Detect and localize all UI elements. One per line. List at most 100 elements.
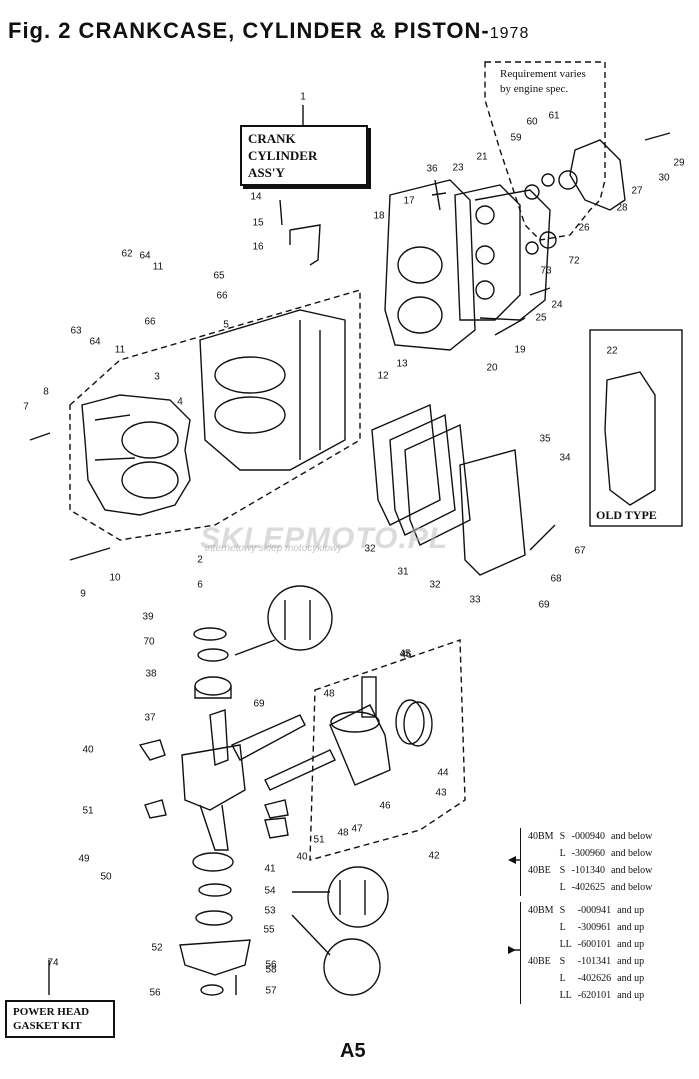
part-number-label: 21 <box>476 151 488 163</box>
piston <box>329 704 391 786</box>
serial-up-model-cell <box>525 970 557 987</box>
part-number-label: 40 <box>82 744 94 756</box>
old-type-label: OLD TYPE <box>596 508 657 522</box>
serial-up-note-cell: and up <box>617 939 645 950</box>
part-number-label: 11 <box>114 344 126 356</box>
arrow-up-icon <box>508 946 516 954</box>
part-number-label: 73 <box>540 265 552 277</box>
serial-below-note-cell: and below <box>611 848 653 859</box>
part-number-label: 74 <box>47 957 59 969</box>
part-number-label: 10 <box>109 572 121 584</box>
serial-up-model-cell: 40BE <box>528 956 551 967</box>
serial-up-type-cell: LL <box>559 990 572 1001</box>
power-head-kit-line2: GASKET KIT <box>13 1020 82 1032</box>
part-number-label: 22 <box>606 345 618 357</box>
part-number-label: 70 <box>143 636 155 648</box>
serial-up-type-cell: L <box>559 973 566 984</box>
part-number-label: 37 <box>144 712 156 724</box>
arrow-below-icon <box>508 856 516 864</box>
crank-cylinder-assy-line2: ASS'Y <box>248 165 285 180</box>
crankshaft <box>181 744 246 811</box>
part-number-label: 32 <box>429 579 441 591</box>
part-number-label: 32 <box>364 543 376 555</box>
part-number-label: 48 <box>337 827 349 839</box>
serial-group-below <box>520 828 521 896</box>
part-number-label: 31 <box>397 566 409 578</box>
part-number-label: 35 <box>539 433 551 445</box>
serial-up-model-cell <box>525 936 557 953</box>
serial-up-range-cell: -402626 <box>577 973 612 984</box>
part-number-label: 27 <box>631 185 643 197</box>
cylinder-block <box>384 179 476 351</box>
serial-up-model-cell <box>525 919 557 936</box>
part-number-label: 30 <box>658 172 670 184</box>
part-number-label: 51 <box>313 834 325 846</box>
serial-below-model-cell <box>525 845 557 862</box>
part-number-label: 18 <box>373 210 385 222</box>
watermark-brand: SKLEPMOTO.PL <box>200 522 449 555</box>
part-number-label: 49 <box>78 853 90 865</box>
part-number-label: 7 <box>23 401 29 413</box>
part-number-label: 3 <box>154 371 160 383</box>
serial-up-note-cell: and up <box>617 956 645 967</box>
serial-below-note-cell: and below <box>611 882 653 893</box>
part-number-label: 54 <box>264 885 276 897</box>
part-number-label: 2 <box>197 554 203 566</box>
serial-up-range-cell: -101341 <box>577 956 612 967</box>
part-number-label: 13 <box>396 358 408 370</box>
serial-up-note-cell: and up <box>617 973 645 984</box>
part-number-label: 72 <box>568 255 580 267</box>
title-text: Fig. 2 CRANKCASE, CYLINDER & PISTON- <box>8 18 490 43</box>
figure-title: Fig. 2 CRANKCASE, CYLINDER & PISTON-1978 <box>8 18 529 44</box>
part-number-label: 19 <box>514 344 526 356</box>
part-number-label: 5 <box>223 319 229 331</box>
part-number-label: 58 <box>265 964 277 976</box>
serial-up-model-cell: 40BM <box>528 905 554 916</box>
serial-below-range-cell: -000940 <box>571 831 606 842</box>
part-number-label: 8 <box>43 386 49 398</box>
serial-below-model-cell <box>525 879 557 896</box>
serial-below-type-cell: L <box>559 848 566 859</box>
part-number-label: 16 <box>252 241 264 253</box>
part-number-label: 36 <box>426 163 438 175</box>
serial-up-note-cell: and up <box>617 990 645 1001</box>
part-number-label: 6 <box>197 579 203 591</box>
serial-group-up <box>520 902 521 1004</box>
part-number-label: 44 <box>437 767 449 779</box>
part-number-label: 57 <box>265 985 277 997</box>
part-number-label: 46 <box>400 649 412 661</box>
part-number-label: 4 <box>177 396 183 408</box>
part-number-label: 59 <box>510 132 522 144</box>
piston-dashed-outline <box>309 639 466 861</box>
serial-below-range-cell: -300960 <box>571 848 606 859</box>
part-number-label: 69 <box>253 698 265 710</box>
crank-cylinder-assy-line1: CRANK CYLINDER <box>248 131 318 163</box>
part-number-label: 65 <box>213 270 225 282</box>
serial-up-row: L -402626 and up <box>525 970 647 987</box>
serial-below-model-cell: 40BM <box>528 831 554 842</box>
requirement-dashed-outline <box>484 61 606 241</box>
part-number-label: 68 <box>550 573 562 585</box>
part-number-label: 20 <box>486 362 498 374</box>
part-number-label: 45 <box>399 648 411 660</box>
part-number-label: 15 <box>252 217 264 229</box>
part-number-label: 60 <box>526 116 538 128</box>
serial-up-type-cell: LL <box>559 939 572 950</box>
requirement-note: Requirement varies by engine spec. <box>500 67 586 97</box>
serial-below-type-cell: S <box>559 865 566 876</box>
serial-below-type-cell: S <box>559 831 566 842</box>
part-number-label: 1 <box>300 91 306 103</box>
part-number-label: 52 <box>151 942 163 954</box>
part-number-label: 53 <box>264 905 276 917</box>
part-number-label: 17 <box>403 195 415 207</box>
serial-below-row: L -300960 and below <box>525 845 655 862</box>
part-number-label: 55 <box>263 924 275 936</box>
part-number-label: 66 <box>144 316 156 328</box>
requirement-note-line1: Requirement varies <box>500 68 586 80</box>
part-number-label: 23 <box>452 162 464 174</box>
